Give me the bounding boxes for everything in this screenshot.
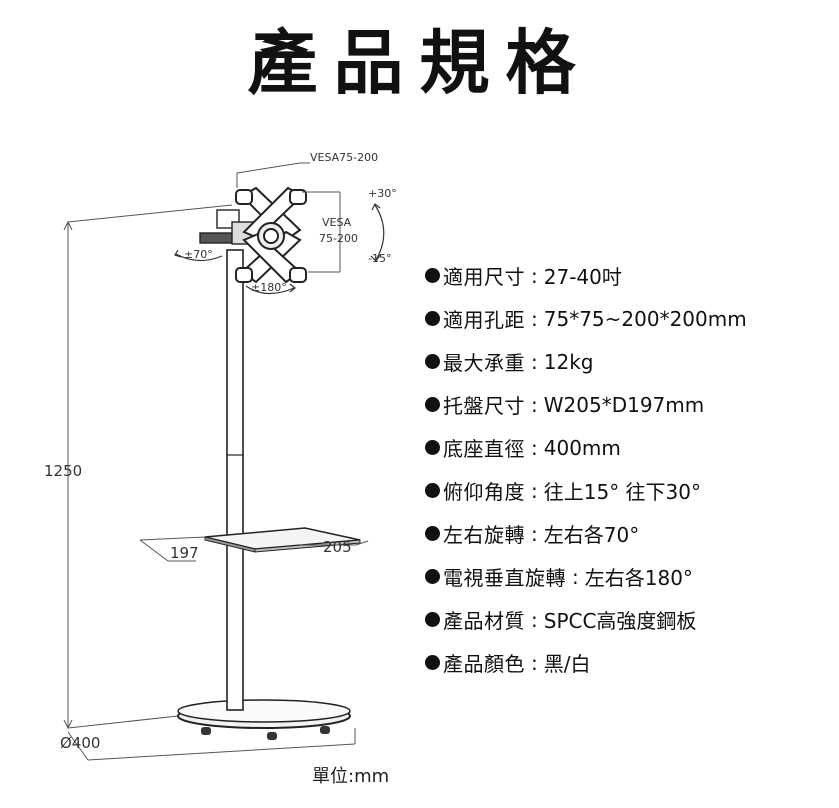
base (177, 699, 351, 740)
bullet-icon (425, 483, 440, 498)
spec-item: 適用尺寸:27-40吋 (425, 254, 835, 297)
spec-item: 俯仰角度:往上15° 往下30° (425, 469, 835, 512)
spec-value: 往上15° 往下30° (543, 480, 702, 504)
spec-value: 12kg (543, 349, 594, 374)
spec-label: 產品材質 (443, 609, 525, 633)
bullet-icon (425, 397, 440, 412)
bullet-icon (425, 354, 440, 369)
rotate-label: ±180° (251, 281, 287, 294)
bullet-icon (425, 311, 440, 326)
tilt-arc-arrow (374, 204, 385, 261)
spec-label: 托盤尺寸 (443, 394, 525, 418)
base-dimension (67, 728, 356, 761)
base-diameter-label: Ø400 (60, 734, 100, 752)
bullet-icon (425, 526, 440, 541)
bullet-icon (425, 612, 440, 627)
spec-value: 27-40吋 (543, 265, 622, 289)
spec-value: 400mm (543, 435, 621, 460)
spec-label: 產品顏色 (443, 652, 525, 676)
bullet-icon (425, 569, 440, 584)
tilt-up-label: +30° (368, 187, 397, 200)
spec-label: 俯仰角度 (443, 480, 525, 504)
spec-item: 左右旋轉:左右各70° (425, 512, 835, 555)
tray-dimensions (139, 536, 369, 562)
vesa-plate (235, 186, 307, 284)
pole (226, 249, 244, 711)
bullet-icon (425, 440, 440, 455)
tray-depth-label: 197 (170, 544, 199, 562)
spec-list: 適用尺寸:27-40吋 適用孔距:75*75~200*200mm 最大承重:12… (425, 254, 835, 684)
spec-item: 最大承重:12kg (425, 340, 835, 383)
spec-item: 產品材質:SPCC高強度鋼板 (425, 598, 835, 641)
spec-item: 底座直徑:400mm (425, 426, 835, 469)
spec-label: 最大承重 (443, 351, 525, 375)
tray (204, 527, 361, 553)
spec-item: 適用孔距:75*75~200*200mm (425, 297, 835, 340)
page-title: 產品規格 (247, 22, 592, 104)
rotate-arc-arrow (245, 285, 295, 295)
spec-label: 適用尺寸 (443, 265, 525, 289)
spec-label: 左右旋轉 (443, 523, 525, 547)
vesa-side-label-2: 75-200 (319, 232, 358, 245)
spec-value: 75*75~200*200mm (543, 306, 747, 331)
spec-label: 適用孔距 (443, 308, 525, 332)
spec-value: W205*D197mm (543, 392, 705, 417)
spec-item: 電視垂直旋轉:左右各180° (425, 555, 835, 598)
swivel-label: ±70° (184, 248, 213, 261)
height-label: 1250 (44, 462, 82, 480)
spec-value: 黑/白 (543, 652, 591, 676)
unit-note: 單位:mm (312, 766, 390, 787)
swivel-arc-arrow (175, 253, 223, 262)
height-dimension (63, 204, 233, 730)
spec-item: 產品顏色:黑/白 (425, 641, 835, 684)
vesa-top-label: VESA75-200 (310, 151, 378, 164)
spec-item: 托盤尺寸:W205*D197mm (425, 383, 835, 426)
tilt-down-label: -15° (368, 252, 391, 265)
spec-value: 左右各70° (543, 523, 640, 547)
bullet-icon (425, 268, 440, 283)
spec-value: 左右各180° (584, 566, 693, 590)
spec-label: 底座直徑 (443, 437, 525, 461)
spec-label: 電視垂直旋轉 (443, 566, 566, 590)
bullet-icon (425, 655, 440, 670)
spec-value: SPCC高強度鋼板 (543, 609, 697, 633)
vesa-dimensions (236, 162, 341, 273)
vesa-side-label-1: VESA (322, 216, 352, 229)
tray-width-label: 205 (323, 538, 352, 556)
